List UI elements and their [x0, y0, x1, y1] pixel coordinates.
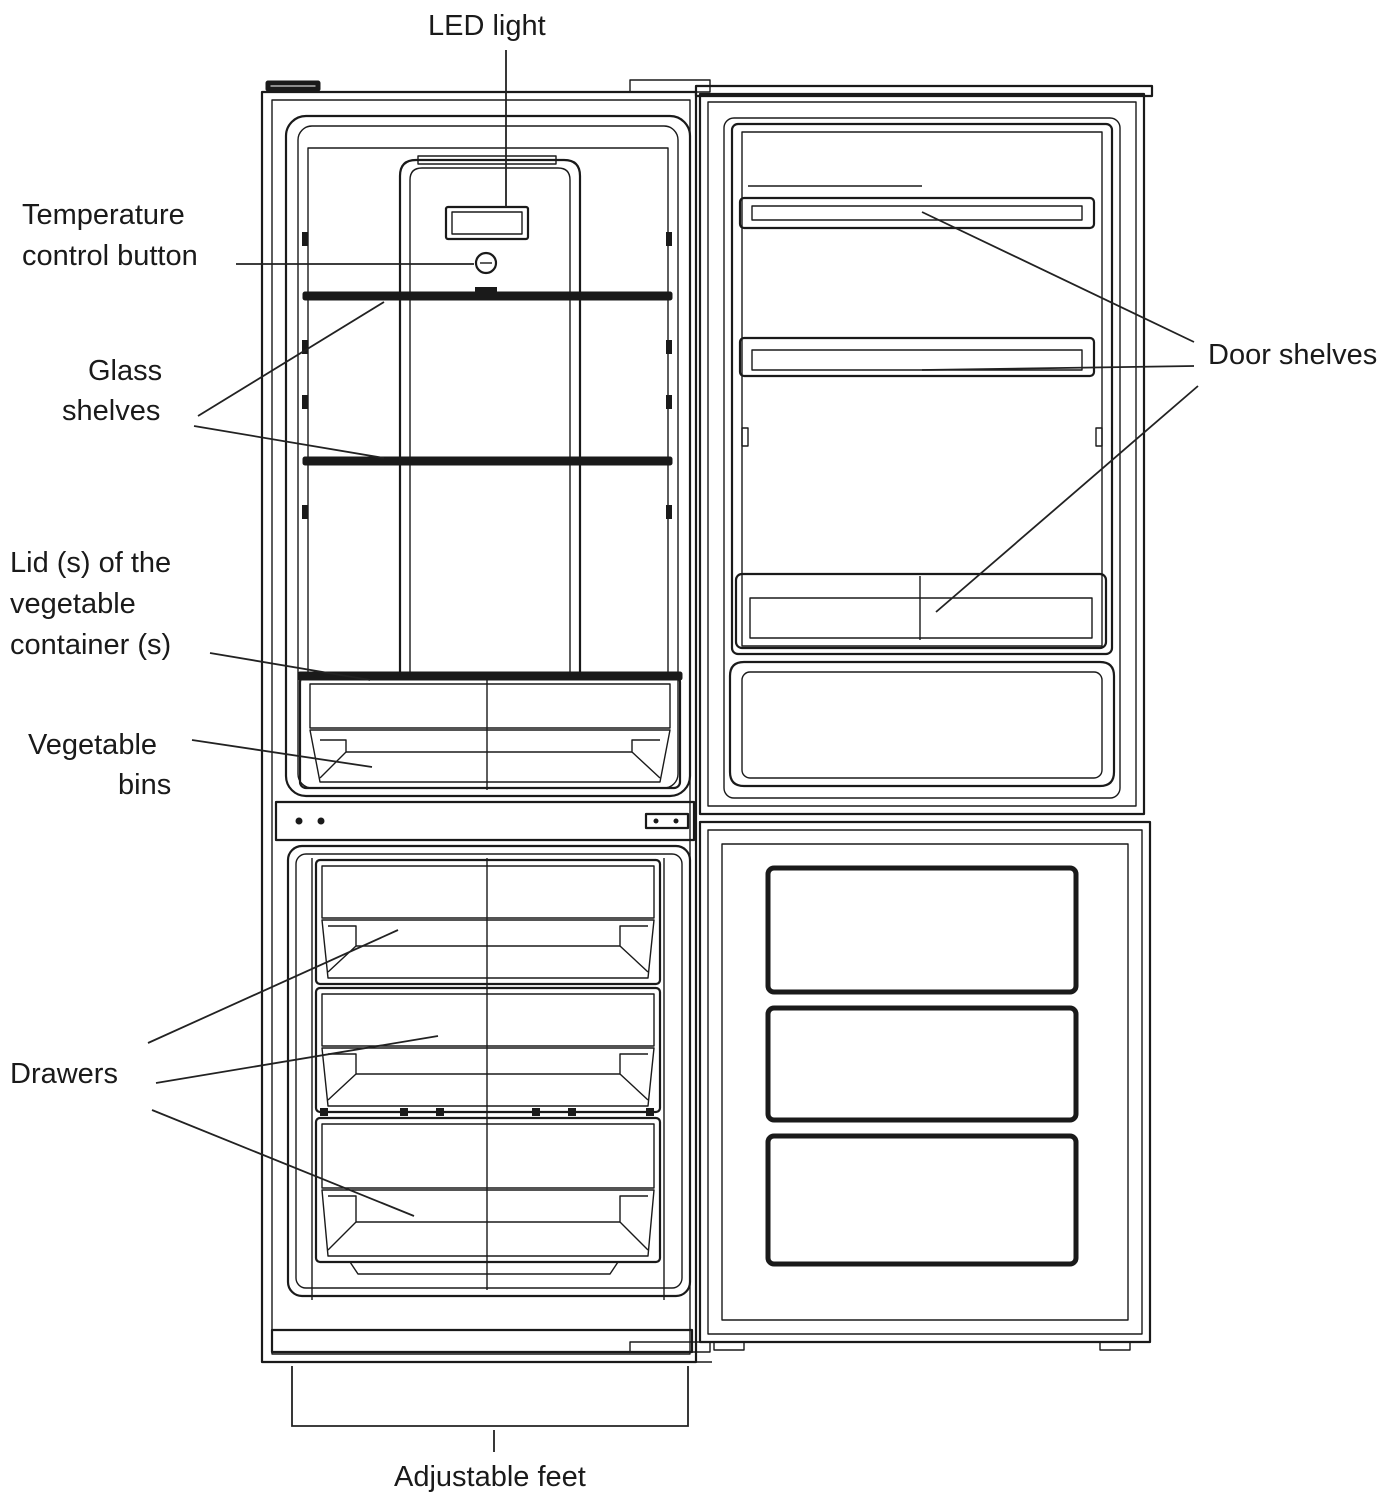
freezer-drawer-1 — [314, 858, 662, 986]
fridge-compartment — [284, 114, 692, 798]
leader-lines — [147, 50, 1199, 1452]
glass-shelf-lower — [302, 456, 673, 466]
label-lid-line1: Lid (s) of the — [10, 547, 172, 579]
door-shelf-middle — [738, 336, 1096, 378]
label-adjustable-feet: Adjustable feet — [394, 1461, 586, 1493]
label-temperature-control-line1: Temperature — [22, 199, 185, 231]
vegetable-container — [298, 674, 682, 790]
vegetable-lid — [297, 671, 683, 681]
freezer-drawer-3 — [314, 1116, 662, 1275]
middle-hinge — [644, 812, 690, 830]
label-lid-line2: vegetable — [10, 588, 136, 620]
door-shelf-top — [738, 185, 1096, 230]
glass-shelf-upper — [302, 291, 673, 301]
door-shelf-bottom — [734, 572, 1108, 650]
led-light-housing — [444, 205, 530, 241]
label-drawers: Drawers — [10, 1058, 118, 1090]
label-lid-line3: container (s) — [10, 629, 172, 661]
label-led-light: LED light — [428, 10, 546, 42]
label-glass-shelves-line2: shelves — [62, 395, 161, 427]
freezer-drawer-2 — [314, 986, 662, 1116]
divider-strip — [274, 800, 696, 842]
label-temperature-control-line2: control button — [22, 240, 198, 272]
label-vegetable-bins-line1: Vegetable — [28, 729, 158, 761]
label-glass-shelves-line1: Glass — [88, 355, 163, 387]
freezer-compartment — [286, 844, 692, 1300]
label-vegetable-bins-line2: bins — [118, 769, 172, 801]
temperature-knob — [474, 251, 498, 275]
door-bottom-bin — [728, 660, 1116, 788]
cabinet-base — [268, 1328, 712, 1363]
cabinet-body — [260, 80, 698, 1364]
fridge-door — [629, 79, 1154, 816]
label-door-shelves: Door shelves — [1208, 339, 1378, 371]
freezer-door — [698, 820, 1152, 1351]
